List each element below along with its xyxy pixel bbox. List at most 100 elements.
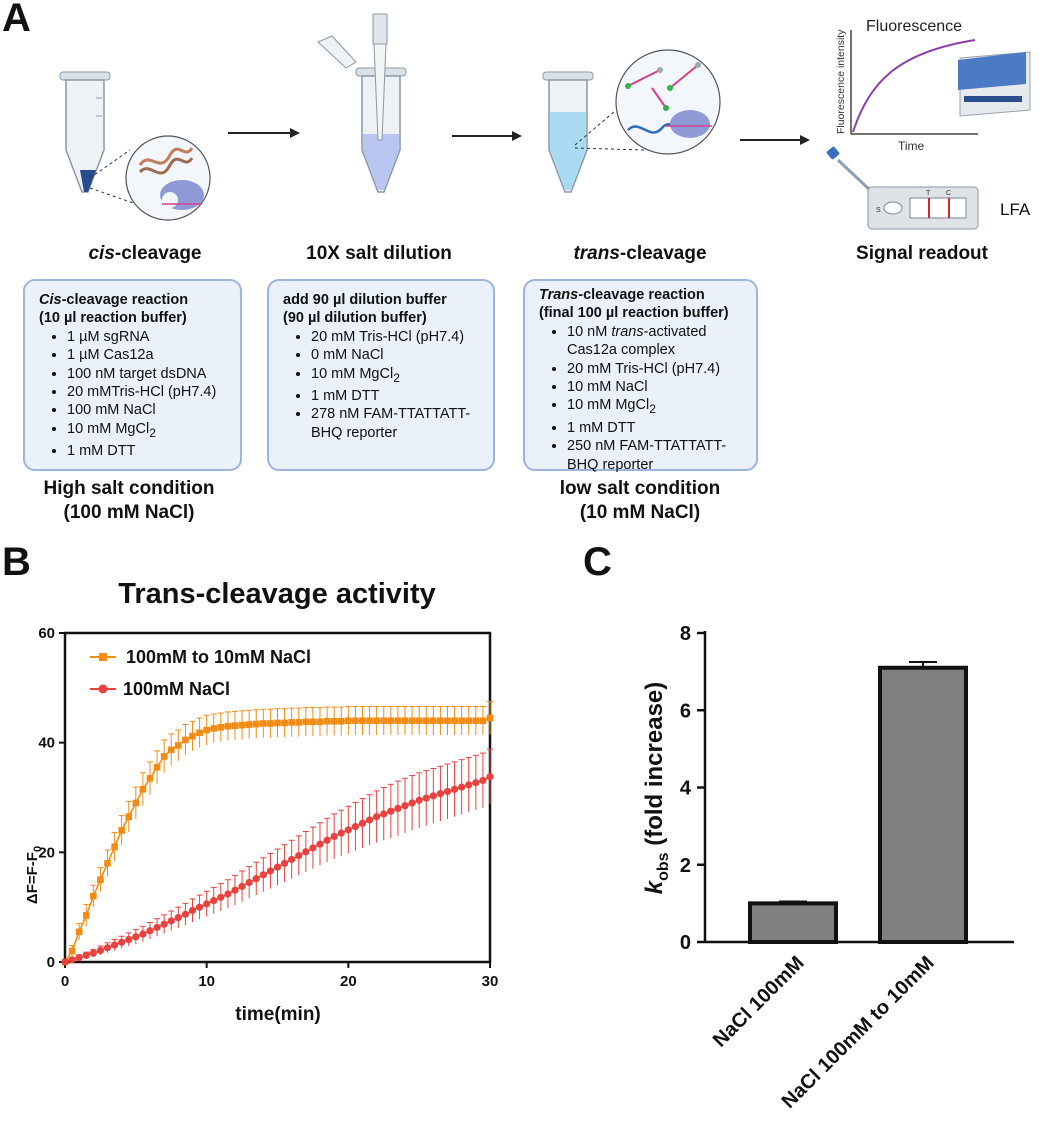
data-point xyxy=(90,892,97,900)
data-point xyxy=(444,717,451,725)
data-point xyxy=(274,719,281,727)
chart-b-legend: 100mM to 10mM NaCl 100mM NaCl xyxy=(90,647,311,699)
data-point xyxy=(352,717,359,725)
step-title-readout: Signal readout xyxy=(856,243,988,264)
data-point xyxy=(245,878,253,887)
strip-t-label: T xyxy=(926,190,931,197)
data-point xyxy=(316,840,324,848)
data-point xyxy=(479,717,487,725)
step-title-dilution: 10X salt dilution xyxy=(306,243,452,264)
data-point xyxy=(302,848,310,856)
data-point xyxy=(288,719,295,726)
data-point xyxy=(458,783,466,791)
panel-b-label: B xyxy=(2,540,31,584)
data-point xyxy=(146,927,154,935)
data-point xyxy=(89,949,97,957)
data-point xyxy=(373,813,381,821)
data-point xyxy=(210,896,218,905)
bar-2 xyxy=(878,665,968,944)
data-point xyxy=(61,958,69,966)
chart-b-ytick-label: 40 xyxy=(38,735,55,752)
data-point xyxy=(160,920,168,928)
data-point xyxy=(167,746,175,754)
data-point xyxy=(224,890,232,898)
legend-series-2: 100mM NaCl xyxy=(123,679,230,699)
low-salt-condition: low salt condition(10 mM NaCl) xyxy=(559,478,721,523)
data-point xyxy=(281,719,288,727)
data-point xyxy=(430,717,437,725)
box2-heading: add 90 µl dilution buffer xyxy=(283,292,447,308)
data-point xyxy=(195,903,204,911)
data-point xyxy=(217,893,225,901)
data-point xyxy=(75,954,83,962)
data-point xyxy=(266,867,275,875)
strip-s-label: S xyxy=(876,207,881,214)
data-point xyxy=(181,910,190,918)
step-title-trans: trans-cleavage xyxy=(573,243,707,264)
data-point xyxy=(295,719,303,726)
data-point xyxy=(132,933,140,941)
data-point xyxy=(238,721,246,729)
data-point xyxy=(188,906,197,915)
data-point xyxy=(139,785,147,793)
data-point xyxy=(380,717,388,725)
data-point xyxy=(139,930,147,938)
data-point xyxy=(252,720,260,728)
data-point xyxy=(415,717,423,725)
data-point xyxy=(189,732,196,740)
data-point xyxy=(231,722,239,729)
data-point xyxy=(359,717,366,725)
chart-b-xtick-label: 20 xyxy=(340,973,357,990)
data-point xyxy=(118,827,125,834)
data-point xyxy=(345,717,352,725)
data-point xyxy=(330,832,338,841)
box1-subheading: (10 µl reaction buffer) xyxy=(39,310,187,327)
fluorescence-xlabel: Time xyxy=(898,139,925,153)
chart-b-ytick-label: 60 xyxy=(38,625,55,642)
data-point xyxy=(280,859,289,867)
data-point xyxy=(408,717,416,725)
data-point xyxy=(196,729,203,737)
chart-c-ytick-label: 4 xyxy=(680,778,692,800)
data-point xyxy=(104,860,111,867)
series-line xyxy=(64,717,491,963)
data-point xyxy=(160,753,168,760)
data-point xyxy=(373,717,380,725)
data-point xyxy=(465,781,473,789)
data-point xyxy=(260,720,267,727)
data-point xyxy=(380,810,388,818)
data-point xyxy=(259,871,267,879)
chart-b-xlabel: time(min) xyxy=(235,1004,321,1025)
data-point xyxy=(217,724,225,731)
data-point xyxy=(97,876,104,884)
chart-c-category-label: NaCl 100mM to 10mM xyxy=(778,952,939,1113)
data-point xyxy=(337,717,345,725)
data-point xyxy=(110,941,119,949)
data-point xyxy=(245,721,253,728)
data-point xyxy=(82,912,90,919)
data-point xyxy=(210,725,218,732)
fluorescence-title: Fluorescence xyxy=(866,18,962,35)
data-point xyxy=(358,819,367,827)
data-point xyxy=(153,923,161,932)
data-point xyxy=(366,717,373,725)
data-point xyxy=(273,863,282,871)
data-point xyxy=(365,816,374,824)
data-point xyxy=(68,947,76,955)
tube-dilution-icon xyxy=(317,13,407,193)
data-point xyxy=(415,796,423,804)
chart-c-ylabel: kobs (fold increase) xyxy=(641,682,672,895)
data-point xyxy=(309,844,317,852)
high-salt-condition: High salt condition(100 mM NaCl) xyxy=(43,478,215,523)
panel-a-label: A xyxy=(2,0,31,40)
bar-1 xyxy=(748,901,838,944)
chart-b-xtick-label: 0 xyxy=(61,973,69,990)
data-point xyxy=(337,829,345,837)
data-point xyxy=(68,956,76,964)
data-point xyxy=(132,799,140,807)
data-point xyxy=(167,917,175,925)
chart-b-ylabel: ΔF=F-F0 xyxy=(24,846,44,904)
data-point xyxy=(302,718,310,726)
chart-b-series-2 xyxy=(61,748,494,966)
data-point xyxy=(443,787,452,796)
